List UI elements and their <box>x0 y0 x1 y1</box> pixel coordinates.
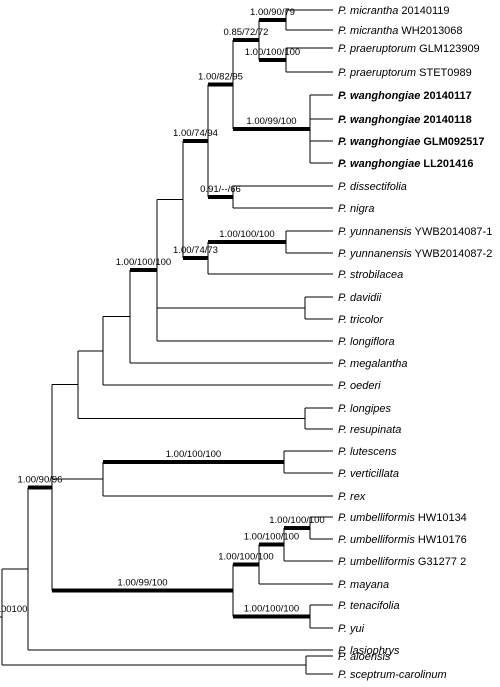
support-umbelliformis_12: 1.00/100/100 <box>269 515 324 526</box>
tip-label: P. resupinata <box>338 424 401 436</box>
tip-species: P. umbelliformis <box>338 512 415 524</box>
tip-label: P. longiflora <box>338 336 395 348</box>
tip-label: P. sceptrum-carolinum <box>338 669 447 681</box>
tip-label: P. wanghongiae GLM092517 <box>338 136 485 148</box>
support-root: 1.00/100100 <box>0 604 27 615</box>
tip-species: P. dissectifolia <box>338 181 407 193</box>
tip-voucher: G31277 2 <box>415 556 466 568</box>
tip-species: P. longipes <box>338 403 392 415</box>
tip-species: P. sceptrum-carolinum <box>338 669 447 681</box>
tip-species: P. strobilacea <box>338 269 403 281</box>
tip-label: P. aloensis <box>338 651 391 663</box>
tip-label: P. praeruptorum STET0989 <box>338 67 472 79</box>
tip-species: P. aloensis <box>338 651 391 663</box>
tip-label: P. megalantha <box>338 358 408 370</box>
tree-branches <box>0 9 333 675</box>
support-clade_a: 1.00/82/95 <box>198 72 243 83</box>
tip-label: P. longipes <box>338 403 392 415</box>
tip-label: P. mayana <box>338 579 389 591</box>
tip-label: P. wanghongiae 20140117 <box>338 90 472 102</box>
tip-label: P. umbelliformis HW10176 <box>338 534 467 546</box>
tip-species: P. lutescens <box>338 446 397 458</box>
tip-species: P. rex <box>338 491 366 503</box>
tip-species: P. praeruptorum <box>338 67 416 79</box>
tip-species: P. micrantha <box>338 5 398 17</box>
support-micrantha: 1.00/90/79 <box>250 7 295 18</box>
tip-label: P. wanghongiae 20140118 <box>338 114 472 126</box>
tip-voucher: 20140118 <box>420 114 471 126</box>
support-lutescens_verticillata: 1.00/100/100 <box>166 449 221 460</box>
tip-voucher: YWB2014087-1 <box>412 226 493 238</box>
tip-voucher: STET0989 <box>416 67 472 79</box>
tip-species: P. resupinata <box>338 424 401 436</box>
tip-label: P. tenacifolia <box>338 600 400 612</box>
support-clade_d: 1.00/90/96 <box>18 475 63 486</box>
support-yunnanensis: 1.00/100/100 <box>219 229 274 240</box>
support-yunnanensis_strobilacea: 1.00/74/73 <box>173 245 218 256</box>
support-wanghongiae: 1.00/99/100 <box>246 116 296 127</box>
tip-species: P. praeruptorum <box>338 43 416 55</box>
support-tenacifolia_yui: 1.00/100/100 <box>244 604 299 615</box>
support-dissectifolia_nigra: 0.91/--/66 <box>200 184 241 195</box>
tip-label: P. yui <box>338 623 365 635</box>
support-clade_c: 1.00/100/100 <box>116 257 171 268</box>
tip-species: P. micrantha <box>338 25 398 37</box>
tip-species: P. longiflora <box>338 336 395 348</box>
tip-label: P. strobilacea <box>338 269 403 281</box>
tip-label: P. oederi <box>338 380 381 392</box>
tip-species: P. wanghongiae <box>338 136 420 148</box>
tip-species: P. wanghongiae <box>338 90 420 102</box>
tip-label: P. rex <box>338 491 366 503</box>
support-umbelliformis_group: 1.00/99/100 <box>117 577 167 588</box>
support-umbelliformis_mayana: 1.00/100/100 <box>218 551 273 562</box>
tip-voucher: YWB2014087-2 <box>412 248 493 260</box>
support-micrantha_praeruptorum: 0.85/72/72 <box>224 27 269 38</box>
tip-label: P. yunnanensis YWB2014087-1 <box>338 226 492 238</box>
tip-voucher: HW10176 <box>415 534 467 546</box>
tip-label: P. praeruptorum GLM123909 <box>338 43 480 55</box>
tip-species: P. megalantha <box>338 358 408 370</box>
tip-species: P. lasiophrys <box>338 645 400 657</box>
tip-species: P. oederi <box>338 380 381 392</box>
tip-voucher: GLM123909 <box>416 43 480 55</box>
tip-voucher: WH2013068 <box>398 25 462 37</box>
tip-label: P. davidii <box>338 292 382 304</box>
tip-label: P. verticillata <box>338 468 399 480</box>
tip-species: P. mayana <box>338 579 389 591</box>
support-praeruptorum: 1.00/100/100 <box>245 47 300 58</box>
tip-species: P. verticillata <box>338 468 399 480</box>
support-umbelliformis_all: 1.00/100/100 <box>244 532 299 543</box>
tip-species: P. yunnanensis <box>338 248 412 260</box>
tip-species: P. davidii <box>338 292 382 304</box>
tip-label: P. umbelliformis G31277 2 <box>338 556 466 568</box>
tip-species: P. tricolor <box>338 314 384 326</box>
tip-species: P. yunnanensis <box>338 226 412 238</box>
tip-label: P. tricolor <box>338 314 384 326</box>
tip-label: P. micrantha WH2013068 <box>338 25 463 37</box>
tip-species: P. nigra <box>338 203 375 215</box>
tip-label: P. lasiophrys <box>338 645 400 657</box>
tip-label: P. umbelliformis HW10134 <box>338 512 467 524</box>
tip-label: P. yunnanensis YWB2014087-2 <box>338 248 492 260</box>
tip-species: P. tenacifolia <box>338 600 400 612</box>
tip-voucher: LL201416 <box>420 158 473 170</box>
tip-species: P. wanghongiae <box>338 158 420 170</box>
tip-species: P. yui <box>338 623 365 635</box>
tip-voucher: GLM092517 <box>420 136 484 148</box>
tip-voucher: HW10134 <box>415 512 467 524</box>
tip-voucher: 20140119 <box>398 5 449 17</box>
tip-label: P. micrantha 20140119 <box>338 5 450 17</box>
tip-label: P. lutescens <box>338 446 397 458</box>
tip-voucher: 20140117 <box>420 90 471 102</box>
tip-label: P. wanghongiae LL201416 <box>338 158 474 170</box>
tip-species: P. umbelliformis <box>338 556 415 568</box>
tip-species: P. wanghongiae <box>338 114 420 126</box>
tip-label: P. dissectifolia <box>338 181 407 193</box>
support-values: 1.00/1001001.00/90/961.00/100/1001.00/74… <box>0 7 325 615</box>
tip-label: P. nigra <box>338 203 375 215</box>
support-clade_b: 1.00/74/94 <box>173 128 218 139</box>
tip-species: P. umbelliformis <box>338 534 415 546</box>
